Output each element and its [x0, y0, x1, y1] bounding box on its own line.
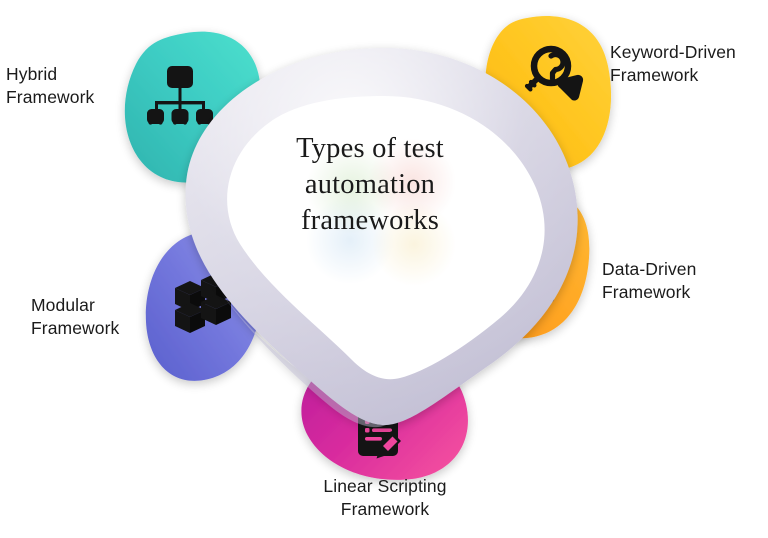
- center-shape: [185, 48, 578, 428]
- node-linear-scripting-label: Linear Scripting Framework: [323, 476, 447, 520]
- node-hybrid-label: Hybrid Framework: [6, 64, 95, 108]
- hierarchy-icon: [147, 66, 213, 125]
- node-data-driven-label: Data-Driven Framework: [602, 259, 697, 303]
- node-keyword-driven-label: Keyword-Driven Framework: [610, 42, 736, 86]
- center-title: Types of test automation frameworks: [296, 133, 444, 236]
- key-search-icon: [524, 45, 572, 92]
- key-search-icon-tag: [557, 74, 584, 101]
- center-watermark: [306, 138, 456, 286]
- cubes-icon: [175, 273, 231, 333]
- node-modular-label: Modular Framework: [31, 295, 120, 339]
